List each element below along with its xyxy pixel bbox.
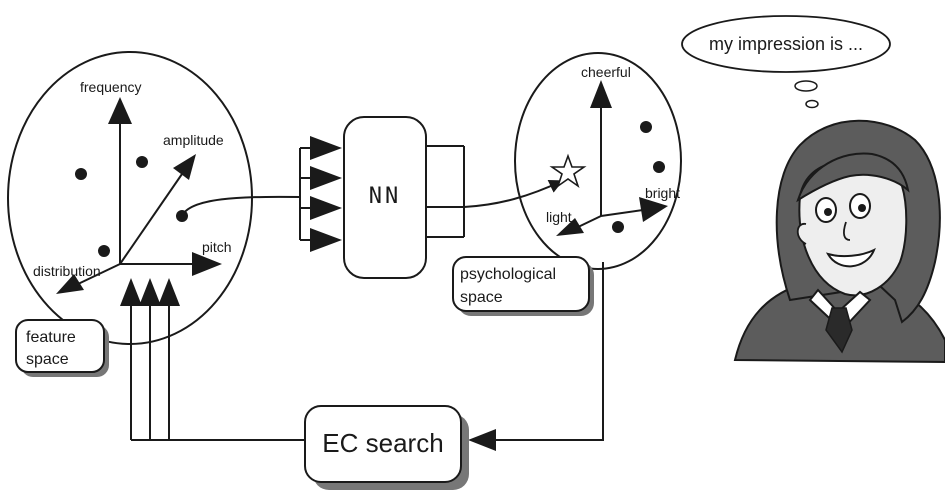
nn-input-arrow (310, 136, 342, 160)
nn-label: NN (369, 184, 402, 209)
pitch-label: pitch (202, 239, 232, 255)
person-ear (796, 223, 807, 245)
distribution-label: distribution (33, 263, 101, 279)
ec-search-box (304, 405, 462, 483)
nn-input-arrow (310, 228, 342, 252)
bright-arrowhead (639, 197, 668, 222)
thought-dot-large (794, 80, 818, 92)
psych-to-ec-line (496, 262, 604, 441)
bright-label: bright (645, 185, 680, 201)
psychological-space-label-line1: psychological (460, 266, 556, 283)
light-arrowhead (556, 218, 584, 236)
data-point (98, 245, 110, 257)
cheerful-label: cheerful (581, 64, 631, 80)
person-right-pupil (858, 204, 866, 212)
nn-input-arrow (310, 166, 342, 190)
distribution-arrowhead (56, 274, 84, 294)
data-point (612, 221, 624, 233)
amplitude-arrowhead (173, 154, 196, 180)
person-nose (843, 221, 851, 241)
psychological-space-box (452, 256, 590, 312)
ec-feedback-arrows (120, 278, 180, 440)
person-illustration (733, 119, 945, 364)
psychological-space: cheerful bright light psychological spac… (452, 52, 682, 316)
nn-box (343, 116, 427, 279)
person-bangs (796, 152, 910, 203)
ec-search-label: EC search (322, 428, 443, 458)
frequency-arrowhead (108, 97, 132, 124)
psychological-space-label-line2: space (460, 289, 503, 306)
light-axis (575, 215, 602, 229)
star-icon (549, 153, 587, 189)
ec-search: EC search (304, 405, 469, 490)
ec-input-arrowhead (468, 429, 496, 451)
pitch-arrowhead (192, 252, 222, 276)
thought-bubble-ellipse (681, 15, 891, 73)
feature-space: frequency amplitude pitch distribution f… (7, 51, 253, 440)
cheerful-arrowhead (590, 80, 612, 108)
psychological-space-ellipse (514, 52, 682, 270)
data-point (640, 121, 652, 133)
amplitude-label: amplitude (163, 132, 224, 148)
data-point (75, 168, 87, 180)
frequency-label: frequency (80, 79, 141, 95)
neural-network: NN (299, 116, 564, 279)
thought-text: my impression is ... (709, 34, 863, 54)
nn-input-arrow (310, 196, 342, 220)
person-left-pupil (824, 208, 832, 216)
feature-space-box (15, 319, 105, 373)
feature-space-label-line1: feature (26, 329, 76, 346)
light-label: light (546, 209, 572, 225)
data-point (136, 156, 148, 168)
nn-output-arrow (463, 180, 564, 208)
thought-bubble: my impression is ... (681, 15, 891, 109)
distribution-axis (77, 263, 121, 285)
feature-space-label-line2: space (26, 351, 69, 368)
thought-dot-small (805, 99, 819, 109)
amplitude-axis (119, 173, 183, 265)
point-to-nn-curve (181, 195, 301, 217)
person-tie (825, 307, 853, 354)
person-mouth (825, 247, 876, 268)
data-point (653, 161, 665, 173)
